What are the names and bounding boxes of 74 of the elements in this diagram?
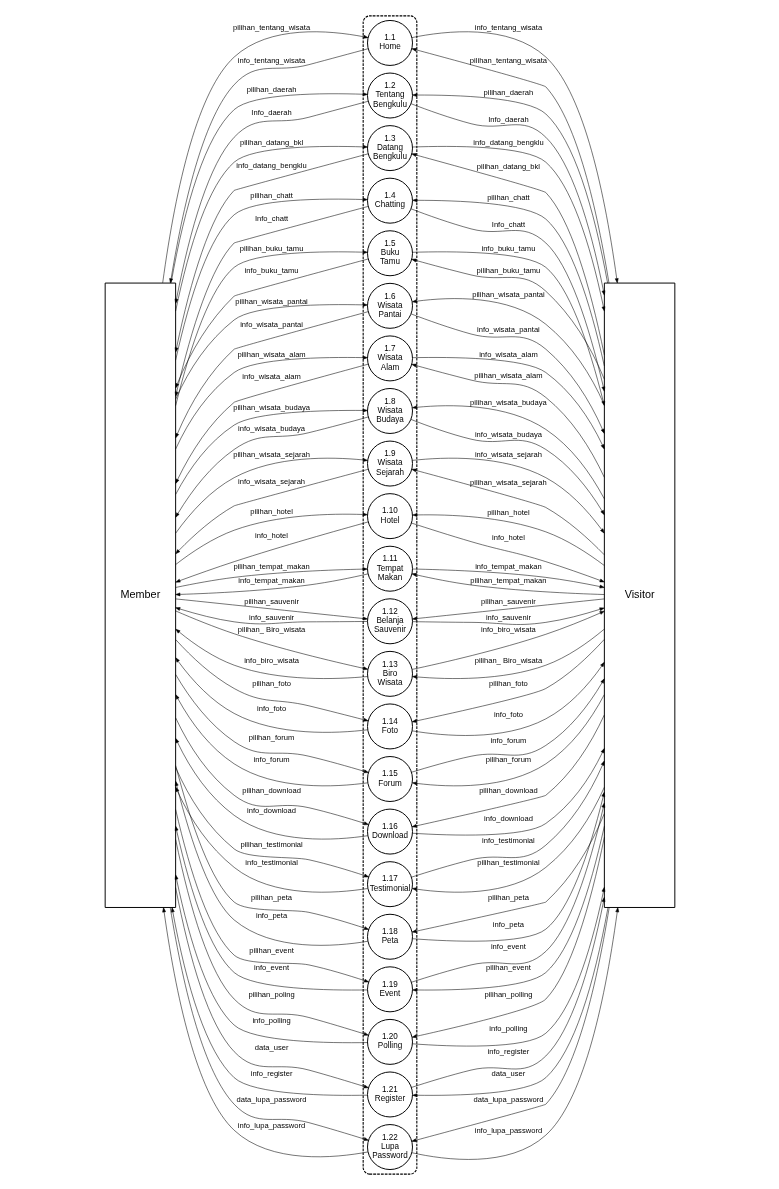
arrow: [411, 886, 605, 1046]
arrow: [410, 802, 605, 983]
arrow: [174, 355, 368, 449]
arrow: [174, 737, 368, 839]
arrow: [411, 791, 605, 941]
arrow: [174, 693, 368, 786]
arrow: [174, 717, 369, 825]
arrow: [174, 874, 368, 1043]
arrow: [411, 145, 605, 311]
arrow: [175, 638, 368, 721]
arrow: [174, 521, 368, 582]
arrow: [170, 906, 368, 1096]
arrow: [411, 661, 605, 736]
arrow: [174, 786, 368, 892]
arrow: [170, 91, 368, 283]
arrow: [411, 693, 605, 786]
arrow: [411, 572, 605, 595]
arrow: [175, 598, 368, 620]
arrow: [410, 208, 605, 391]
arrow: [410, 313, 605, 434]
arrow: [411, 457, 605, 533]
arrow: [174, 468, 368, 554]
arrow: [411, 628, 604, 679]
arrow: [174, 610, 368, 670]
arrow: [411, 251, 605, 406]
arrow: [410, 678, 605, 773]
arrow: [411, 152, 605, 355]
arrow: [411, 786, 605, 892]
arrow: [411, 512, 604, 566]
arrow: [174, 657, 368, 733]
arrow: [174, 673, 369, 773]
arrow: [174, 573, 368, 596]
arrow: [410, 760, 605, 877]
arrow: [175, 628, 368, 679]
arrow: [174, 886, 369, 1088]
arrow: [174, 457, 368, 533]
arrow: [174, 302, 368, 399]
arrow: [411, 568, 605, 588]
arrow: [174, 205, 368, 397]
arrow: [174, 566, 368, 588]
arrow: [410, 522, 605, 582]
arrow: [411, 812, 605, 933]
arrow: [411, 607, 604, 625]
arrow: [411, 638, 605, 723]
arrow: [411, 258, 605, 380]
arrow: [411, 714, 605, 828]
arrow: [411, 297, 605, 405]
arrow: [174, 153, 368, 352]
arrow: [174, 780, 368, 946]
arrow: [411, 836, 605, 1038]
arrow: [174, 144, 368, 311]
arrow: [411, 356, 605, 449]
arrow: [174, 249, 368, 406]
arrow: [411, 598, 604, 620]
arrow: [410, 418, 605, 515]
arrow: [174, 100, 368, 304]
arrow: [174, 416, 368, 518]
arrow: [174, 258, 368, 388]
arrow: [174, 408, 368, 495]
arrow: [411, 610, 605, 670]
arrow: [411, 747, 605, 835]
arrow: [411, 198, 605, 366]
arrow: [174, 363, 368, 484]
arrow: [411, 468, 605, 555]
arrow: [174, 197, 368, 360]
arrow: [411, 825, 605, 992]
arrow: [411, 404, 605, 499]
arrow: [174, 606, 368, 624]
arrow: [174, 512, 368, 565]
arrow: [411, 363, 605, 478]
arrow: [174, 764, 369, 930]
arrow: [174, 310, 368, 438]
arrow: [174, 838, 369, 1036]
arrow: [174, 766, 369, 877]
